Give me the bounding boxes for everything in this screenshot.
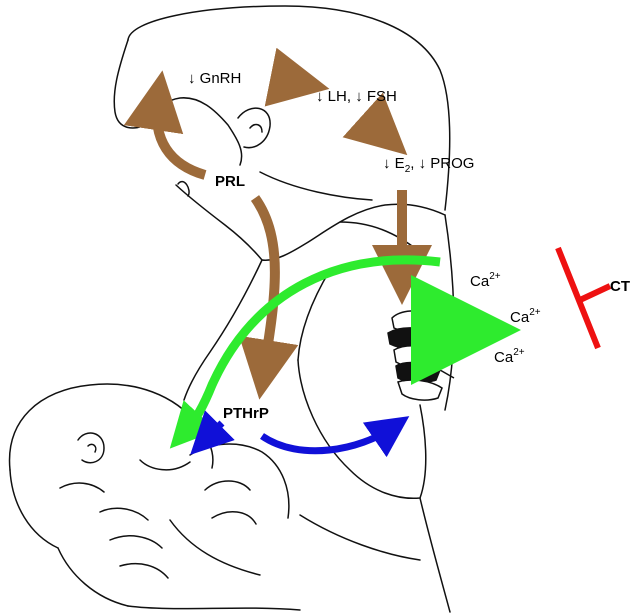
arrow-prl-to-gnrh <box>123 70 207 180</box>
ct-label: CT <box>610 278 630 295</box>
arrow-gnrh-to-lh <box>264 47 330 107</box>
inhibition-bar-icon <box>555 246 612 350</box>
mother-hair-outline <box>127 5 451 211</box>
lh-fsh-label: ↓ LH, ↓ FSH <box>316 88 397 105</box>
estradiol-progesterone-label: ↓ E2, ↓ PROG <box>383 155 474 175</box>
arrow-pthrp-to-bone <box>260 416 410 458</box>
mother-jaw <box>175 184 263 261</box>
infant-body <box>169 519 261 576</box>
labels: ↓ GnRH ↓ LH, ↓ FSH ↓ E2, ↓ PROG PRL PTHr… <box>188 70 630 422</box>
mother-breast <box>297 359 427 500</box>
calcium-label-2: Ca2+ <box>510 307 541 326</box>
mother-head-back <box>113 39 151 129</box>
infant-ear <box>77 432 105 464</box>
calcium-label-3: Ca2+ <box>494 347 525 366</box>
prl-label: PRL <box>215 173 245 190</box>
mother-collar <box>339 221 421 253</box>
mother-torso-right <box>444 214 455 411</box>
mother-belly <box>299 514 421 561</box>
mother-second-hand <box>189 443 290 525</box>
gnrh-label: ↓ GnRH <box>188 70 241 87</box>
arrow-lh-to-e2 <box>342 92 408 156</box>
prl-pathway <box>123 47 432 400</box>
mother-upper-arm <box>183 259 263 401</box>
mother-hand <box>57 482 169 607</box>
mother-forearm <box>127 605 301 611</box>
mother-ear <box>237 107 271 149</box>
infant-head <box>8 383 214 471</box>
mother-chin <box>177 180 190 197</box>
mother-neck <box>261 203 446 261</box>
pthrp-pathway <box>190 410 410 458</box>
infant-face <box>9 469 59 549</box>
pthrp-label: PTHrP <box>223 405 269 422</box>
mother-lower-body <box>419 497 451 613</box>
calcium-label-1: Ca2+ <box>470 271 501 290</box>
arrow-pthrp-to-infant <box>190 410 235 455</box>
infant-cheek <box>139 459 191 471</box>
arrow-prl-to-pthrp <box>239 195 299 400</box>
mother-shoulder <box>259 171 373 201</box>
